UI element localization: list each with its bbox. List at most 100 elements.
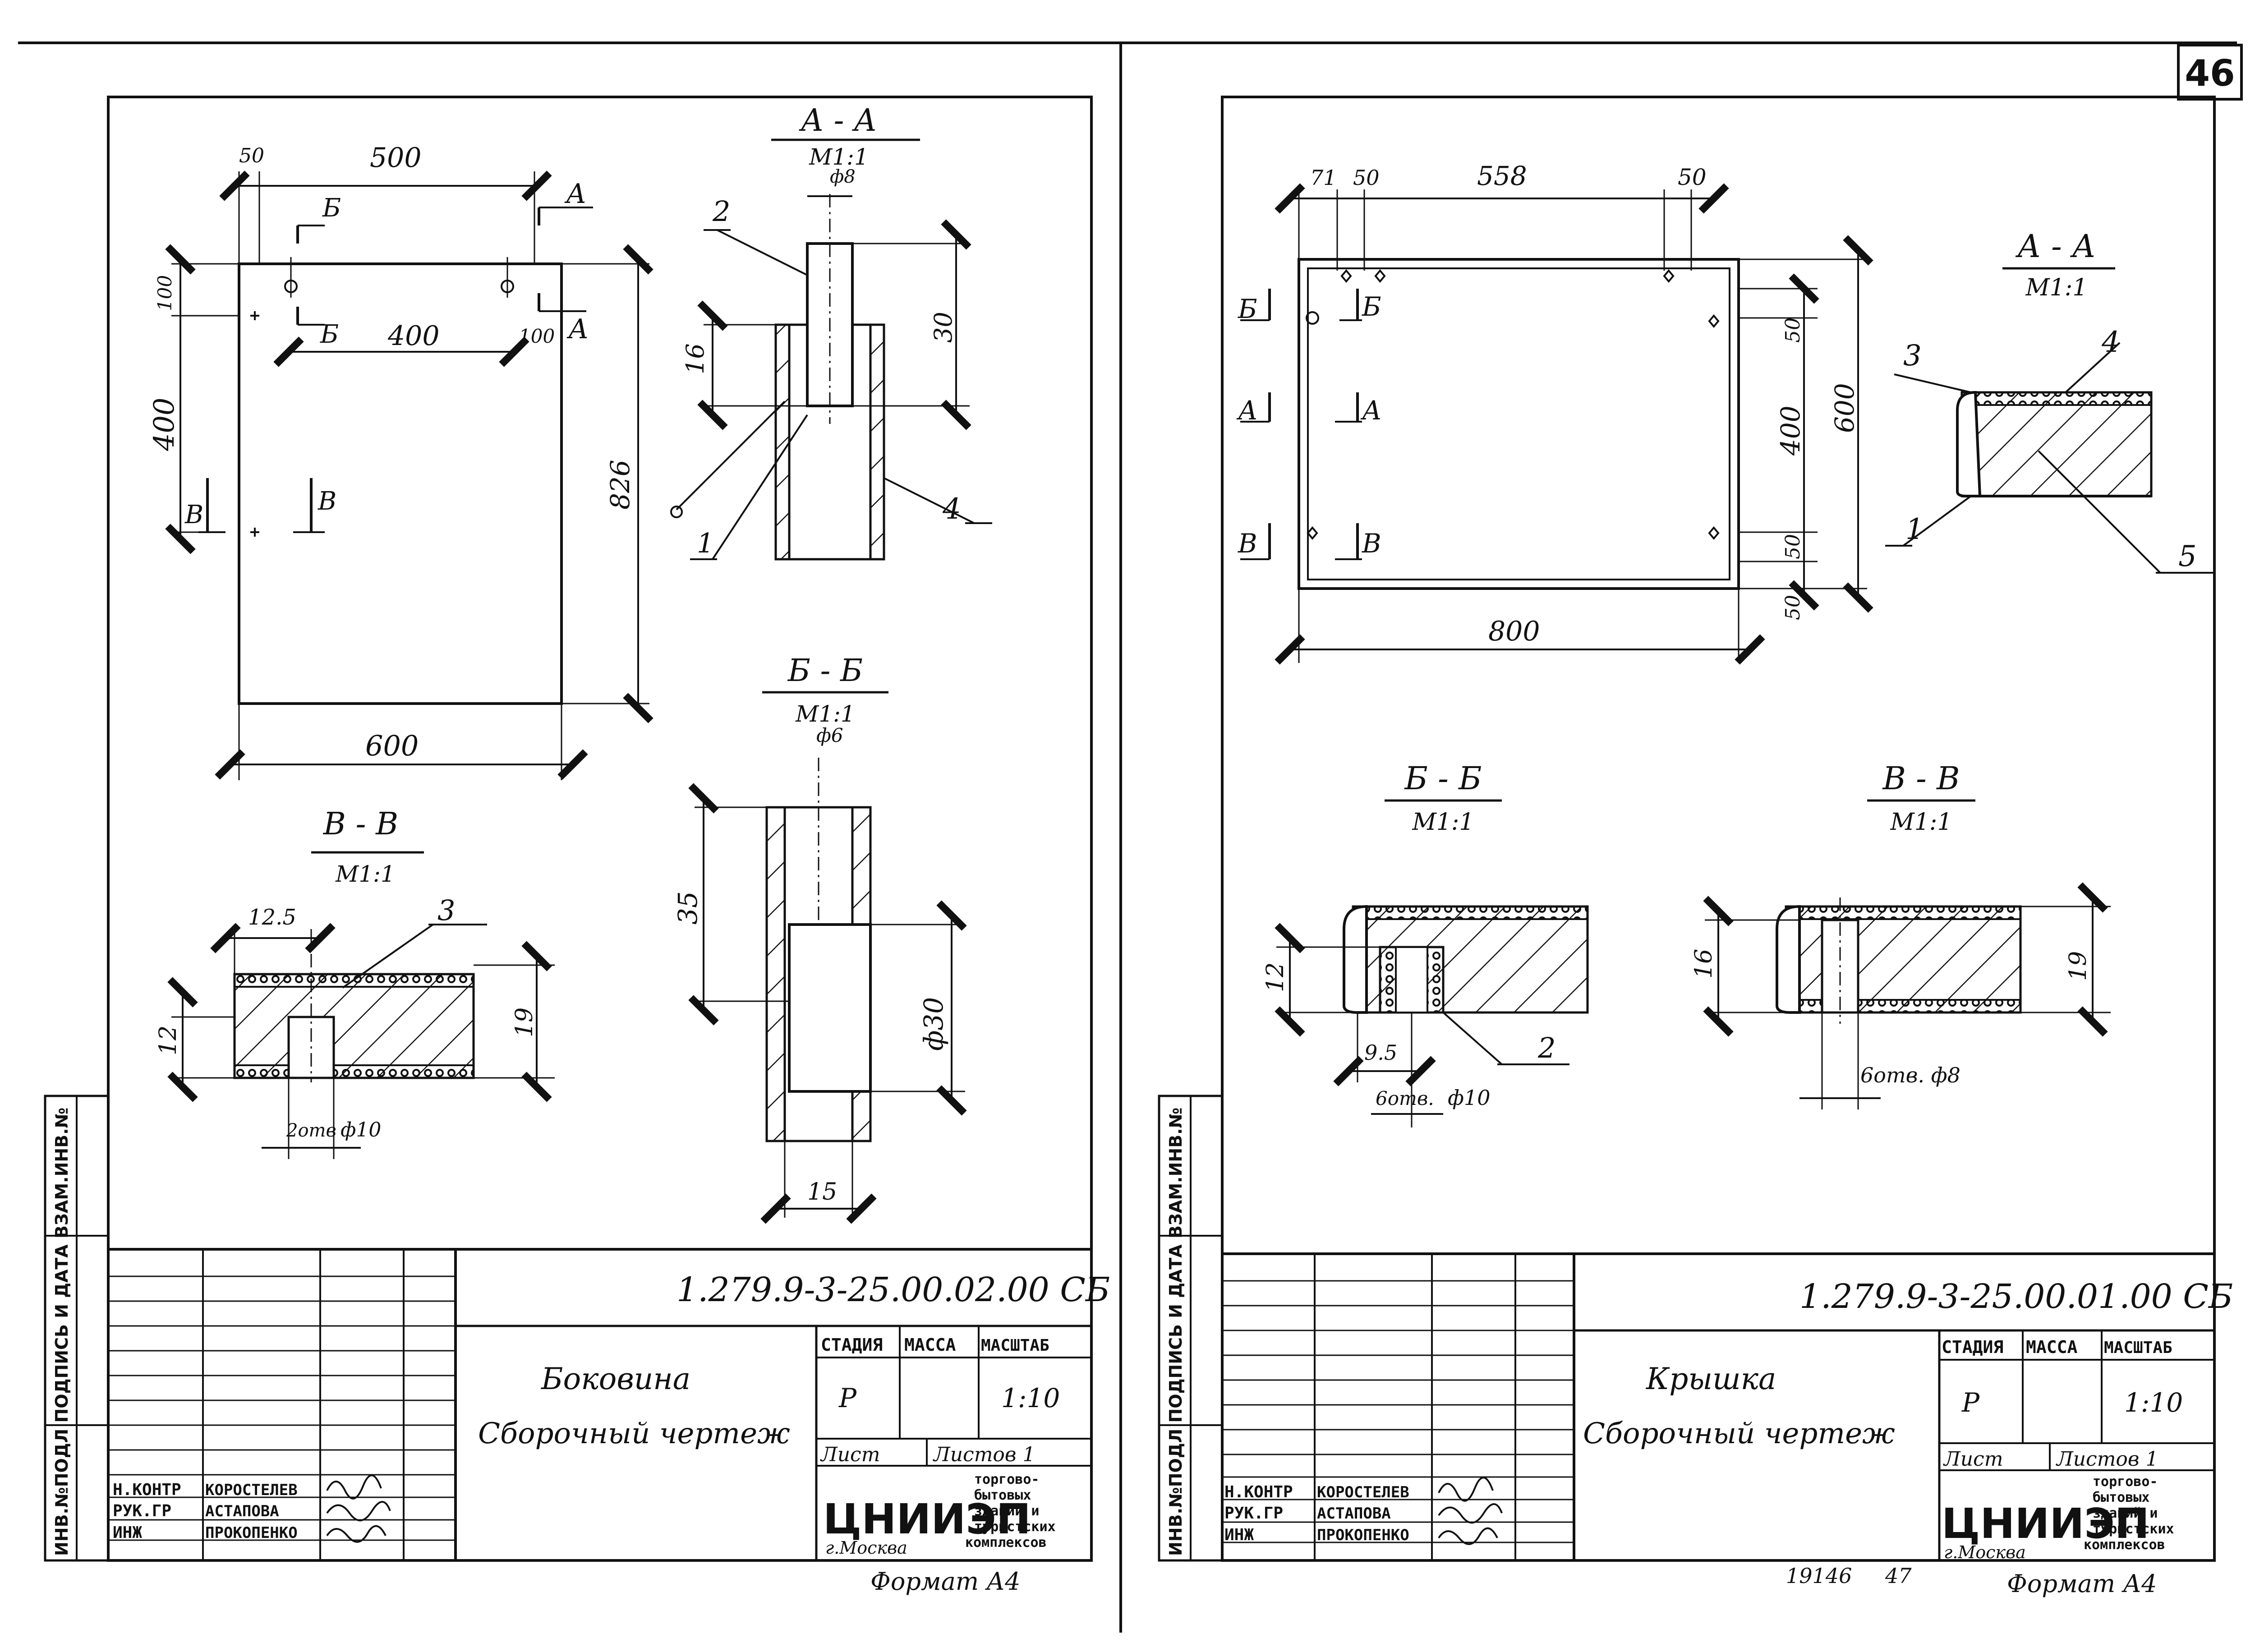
left-signature-3: [326, 1525, 387, 1543]
right-bb-title: Б - Б: [1404, 760, 1482, 797]
left-bb-title: Б - Б: [787, 653, 863, 689]
right-signature-1: [1438, 1477, 1494, 1502]
mark-v-right: В: [318, 487, 336, 516]
left-title-1: Боковина: [540, 1362, 690, 1396]
right-aa-title: А - А: [2015, 228, 2096, 265]
right-title-1: Крышка: [1645, 1362, 1776, 1396]
right-title-2: Сборочный чертеж: [1583, 1417, 1895, 1450]
left-title-texts: 1.279.9-3-25.00.02.00 СБ Боковина Сбороч…: [113, 1270, 1110, 1596]
right-title-block: [1221, 1252, 2216, 1562]
right-signature-3: [1438, 1527, 1498, 1545]
right-signature-2: [1438, 1503, 1503, 1524]
right-scale-value: 1:10: [2124, 1387, 2183, 1418]
left-role-nkontr: Н.КОНТР: [113, 1481, 181, 1499]
left-scale-label: МАСШТАБ: [981, 1336, 1049, 1355]
left-aa-p4: 4: [942, 492, 961, 526]
dim-400: 400: [1775, 405, 1806, 456]
right-bb-holes: 6отв.: [1376, 1087, 1434, 1109]
right-side-label: ИНВ.№ПОДЛ ПОДПИСЬ И ДАТА ВЗАМ.ИНВ.№: [1166, 1108, 1186, 1556]
right-bb-p2: 2: [1537, 1031, 1555, 1064]
left-vv-phi: ф10: [341, 1118, 381, 1141]
right-name-3: ПРОКОПЕНКО: [1317, 1526, 1409, 1544]
left-vv-d12: 12: [155, 1026, 182, 1055]
right-side-strip: ИНВ.№ПОДЛ ПОДПИСЬ И ДАТА ВЗАМ.ИНВ.№: [1158, 1095, 1224, 1562]
right-footer-num2: 47: [1885, 1564, 1912, 1588]
right-role-inzh: ИНЖ: [1224, 1526, 1254, 1544]
left-section-bb: Б - Б М1:1 ф6 35 ф30 15: [672, 653, 967, 1224]
dim-50-r1: 50: [1781, 318, 1804, 343]
right-footer-num: 19146: [1786, 1564, 1852, 1588]
left-name-2: АСТАПОВА: [205, 1502, 279, 1520]
dim-50b: 50: [1678, 164, 1707, 190]
left-side-label: ИНВ.№ПОДЛ ПОДПИСЬ И ДАТА ВЗАМ.ИНВ.№: [52, 1108, 72, 1556]
right-main-view: [1240, 183, 1873, 665]
left-mass-label: МАССА: [904, 1335, 956, 1355]
dim-826: 826: [605, 460, 635, 510]
left-role-inzh: ИНЖ: [113, 1523, 142, 1542]
dim-71: 71: [1310, 166, 1337, 190]
left-bb-scale: М1:1: [795, 701, 855, 727]
right-org: ЦНИИЭП: [1942, 1500, 2149, 1548]
right-bb-phi: ф10: [1448, 1086, 1491, 1110]
right-stage-value: Р: [1961, 1387, 1980, 1418]
left-section-aa: А - А М1:1 ф8 16 30 1 2: [670, 103, 992, 561]
page-number: 46: [2185, 52, 2235, 94]
right-org-desc-3: зданий и: [2093, 1505, 2158, 1521]
left-stage-label: СТАДИЯ: [821, 1335, 883, 1355]
right-aa-p1: 1: [1905, 513, 1924, 546]
dim-400-v: 400: [147, 398, 180, 451]
left-scale-value: 1:10: [1001, 1383, 1060, 1413]
left-sheet-label: Лист: [820, 1443, 880, 1466]
right-section-bb: Б - Б М1:1 12 9.5 6отв. ф10 2: [1262, 760, 1589, 1127]
mark-b-top: Б: [322, 193, 341, 223]
right-vv-d19: 19: [2065, 951, 2092, 981]
dim-800: 800: [1488, 616, 1540, 647]
right-bb-scale: М1:1: [1412, 809, 1474, 836]
right-aa-p5: 5: [2178, 540, 2197, 573]
dim-558: 558: [1477, 161, 1527, 191]
right-org-desc-2: бытовых: [2093, 1490, 2149, 1505]
dim-100-h: 100: [519, 325, 555, 347]
left-vv-p3: 3: [437, 894, 455, 927]
left-title-block: [107, 1248, 1093, 1562]
right-vv-scale: М1:1: [1890, 809, 1952, 836]
dim-50a: 50: [1353, 166, 1380, 190]
right-aa-p3: 3: [1903, 339, 1922, 373]
right-mark-b-left: Б: [1238, 294, 1257, 324]
dim-50-r3: 50: [1781, 595, 1804, 620]
right-mark-v-right: В: [1362, 528, 1381, 559]
left-side-strip: ИНВ.№ПОДЛ ПОДПИСЬ И ДАТА ВЗАМ.ИНВ.№: [44, 1095, 110, 1562]
right-mass-label: МАССА: [2026, 1337, 2078, 1357]
left-main-view: [165, 170, 653, 780]
left-designation: 1.279.9-3-25.00.02.00 СБ: [676, 1270, 1110, 1309]
right-org-desc-4: туристских: [2093, 1521, 2174, 1537]
right-name-2: АСТАПОВА: [1317, 1505, 1391, 1523]
right-title-texts: 1.279.9-3-25.00.01.00 СБ Крышка Сборочны…: [1224, 1277, 2233, 1598]
right-role-nkontr: Н.КОНТР: [1224, 1483, 1293, 1501]
left-vv-scale: М1:1: [335, 861, 395, 887]
left-vv-d125: 12.5: [248, 905, 296, 930]
right-org-desc-1: торгово-: [2093, 1474, 2158, 1490]
right-mark-v-left: В: [1238, 528, 1257, 559]
right-vv-holes: 6отв. ф8: [1860, 1063, 1960, 1087]
left-vv-holes: 2отв: [286, 1120, 336, 1141]
dim-600: 600: [365, 729, 419, 762]
left-aa-d16: 16: [681, 343, 709, 374]
left-org-desc-1: торгово-: [974, 1472, 1040, 1487]
left-role-rukgr: РУК.ГР: [113, 1502, 171, 1520]
left-aa-scale: М1:1: [809, 144, 869, 170]
left-org-desc-4: туристских: [974, 1519, 1056, 1535]
right-sheets-label: Листов 1: [2056, 1448, 2158, 1471]
left-org-city: г.Москва: [825, 1538, 907, 1558]
left-name-3: ПРОКОПЕНКО: [205, 1524, 298, 1542]
right-vv-title: В - В: [1882, 760, 1960, 797]
left-aa-title: А - А: [799, 103, 877, 138]
left-aa-p1: 1: [697, 528, 714, 559]
right-vv-d16: 16: [1690, 949, 1717, 979]
dim-100-v: 100: [154, 275, 176, 311]
right-main-view-labels: 71 50 558 50 50 400 50 50 600 800 А А Б …: [1236, 161, 1860, 647]
page-number-box: 46: [2177, 44, 2243, 101]
right-section-aa: А - А М1:1 3 4 1 5: [1885, 228, 2214, 574]
left-org-desc-3: зданий и: [974, 1503, 1040, 1519]
